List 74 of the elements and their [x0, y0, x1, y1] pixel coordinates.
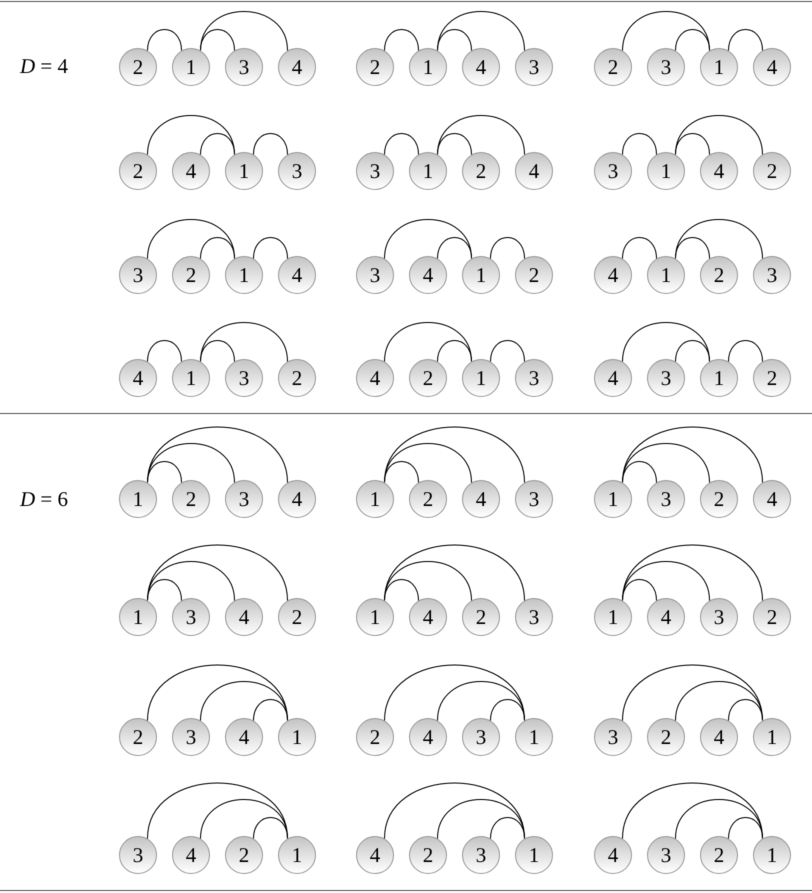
arc [490, 699, 525, 722]
arc [384, 461, 419, 484]
arc [675, 799, 763, 840]
arc [200, 133, 235, 156]
arc [675, 219, 763, 260]
arc [490, 817, 525, 840]
arc [147, 664, 288, 722]
arc [490, 340, 525, 362]
arc [437, 29, 472, 52]
arc [384, 443, 472, 484]
arc [147, 782, 288, 840]
arc [147, 561, 235, 602]
arc [147, 29, 182, 52]
arc [728, 29, 763, 52]
arc [384, 29, 419, 52]
arc [622, 133, 657, 156]
arc [622, 237, 657, 260]
arc [437, 237, 472, 260]
arc [147, 340, 182, 362]
arc [384, 782, 525, 840]
arc [622, 322, 710, 362]
arc [622, 579, 657, 602]
arc [384, 322, 472, 362]
arc [200, 340, 235, 362]
arc [200, 681, 288, 722]
arc [147, 443, 235, 484]
arc [147, 219, 235, 260]
row-label: D = 6 [20, 489, 68, 510]
arc [200, 322, 288, 362]
arc [622, 782, 763, 840]
arc [675, 681, 763, 722]
arc [728, 340, 763, 362]
arc [675, 29, 710, 52]
arc [384, 579, 419, 602]
arc [147, 426, 288, 484]
arc [622, 544, 763, 602]
arc [384, 664, 525, 722]
arc [675, 133, 710, 156]
arc [622, 461, 657, 484]
arc [147, 544, 288, 602]
arc [200, 29, 235, 52]
arc [675, 340, 710, 362]
arc [675, 237, 710, 260]
arc [253, 817, 288, 840]
arc [437, 133, 472, 156]
arc [437, 11, 525, 52]
arc [437, 799, 525, 840]
arc [253, 699, 288, 722]
arc [384, 219, 472, 260]
arc [728, 699, 763, 722]
arc [622, 443, 710, 484]
arc [384, 426, 525, 484]
arc [253, 237, 288, 260]
arc [384, 561, 472, 602]
arc [622, 11, 710, 52]
arc [147, 461, 182, 484]
arc [622, 664, 763, 722]
arc [675, 115, 763, 156]
arc [200, 237, 235, 260]
arc [437, 115, 525, 156]
arc [622, 561, 710, 602]
row-label: D = 4 [20, 56, 68, 77]
arc [622, 426, 763, 484]
arc [728, 817, 763, 840]
arc [200, 799, 288, 840]
arc [253, 133, 288, 156]
arc [147, 579, 182, 602]
arc [200, 11, 288, 52]
arc [437, 340, 472, 362]
arc [384, 133, 419, 156]
arc [384, 544, 525, 602]
arc [490, 237, 525, 260]
arc [147, 115, 235, 156]
arc [437, 681, 525, 722]
